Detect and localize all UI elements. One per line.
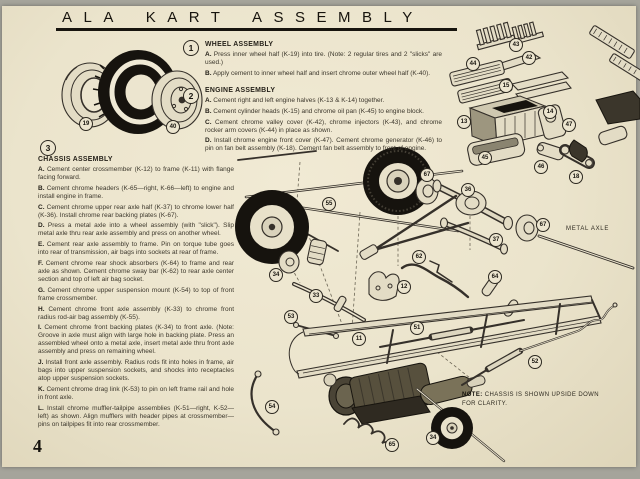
instruction-step: C. Cement chrome upper rear axle half (K… [38, 203, 234, 219]
engine-assembly-heading: ENGINE ASSEMBLY [205, 87, 276, 94]
wheel-assembly-section: WHEEL ASSEMBLY A. Press inner wheel half… [205, 40, 442, 81]
note-label: NOTE: [462, 392, 483, 398]
chassis-exploded-diagram [235, 147, 635, 463]
instruction-step: B. Cement cylinder heads (K-15) and chro… [205, 107, 424, 115]
metal-axle-label: METAL AXLE [566, 226, 610, 232]
instruction-step: D. Install chrome engine front cover (K-… [205, 137, 442, 153]
instruction-step: E. Cement rear axle assembly to frame. P… [38, 241, 234, 257]
wheel-exploded-diagram [61, 50, 203, 134]
page-title: ALA KART ASSEMBLY [62, 9, 424, 26]
instruction-step: F. Cement chrome rear shock absorbers (K… [38, 259, 234, 283]
engine-assembly-steps: A. Cement right and left engine halves (… [205, 97, 442, 153]
note-text-line1: CHASSIS IS SHOWN UPSIDE DOWN [484, 392, 599, 398]
instruction-step: A. Cement right and left engine halves (… [205, 97, 385, 104]
instruction-step: G. Cement chrome upper suspension mount … [38, 286, 234, 302]
instruction-step: C. Cement chrome valley cover (K-42), ch… [205, 118, 442, 134]
section-number-wheel: 1 [183, 40, 199, 56]
chassis-assembly-steps: A. Cement center crossmember (K-12) to f… [38, 166, 234, 429]
instruction-step: I. Cement chrome front backing plates (K… [38, 324, 234, 356]
instruction-step: K. Cement chrome drag link (K-53) to pin… [38, 385, 234, 401]
instruction-step: L. Install chrome muffler-tailpipe assem… [38, 404, 234, 428]
instruction-step: B. Apply cement to inner wheel half and … [205, 69, 431, 77]
section-number-chassis: 3 [40, 140, 56, 156]
page-number: 4 [33, 436, 42, 456]
instruction-step: A. Cement center crossmember (K-12) to f… [38, 166, 234, 181]
instruction-step: J. Install front axle assembly. Radius r… [38, 359, 234, 383]
wheel-assembly-steps: A. Press inner wheel half (K-19) into ti… [205, 51, 442, 78]
engine-assembly-section: ENGINE ASSEMBLY A. Cement right and left… [205, 86, 442, 156]
chassis-assembly-section: CHASSIS ASSEMBLY A. Cement center crossm… [38, 155, 234, 432]
instruction-step: D. Press a metal axle into a wheel assem… [38, 222, 234, 238]
instruction-step: H. Cement chrome front axle assembly (K-… [38, 305, 234, 321]
engine-exploded-diagram [449, 21, 640, 169]
instruction-step: B. Cement chrome headers (K-65—right, K-… [38, 184, 234, 200]
chassis-note: NOTE: CHASSIS IS SHOWN UPSIDE DOWN FOR C… [462, 391, 640, 408]
wheel-assembly-heading: WHEEL ASSEMBLY [205, 41, 274, 48]
section-number-engine: 2 [183, 88, 199, 104]
chassis-assembly-heading: CHASSIS ASSEMBLY [38, 156, 113, 163]
instruction-step: A. Press inner wheel half (K-19) into ti… [205, 51, 442, 66]
title-underline [56, 27, 457, 31]
note-text-line2: FOR CLARITY. [462, 400, 508, 407]
